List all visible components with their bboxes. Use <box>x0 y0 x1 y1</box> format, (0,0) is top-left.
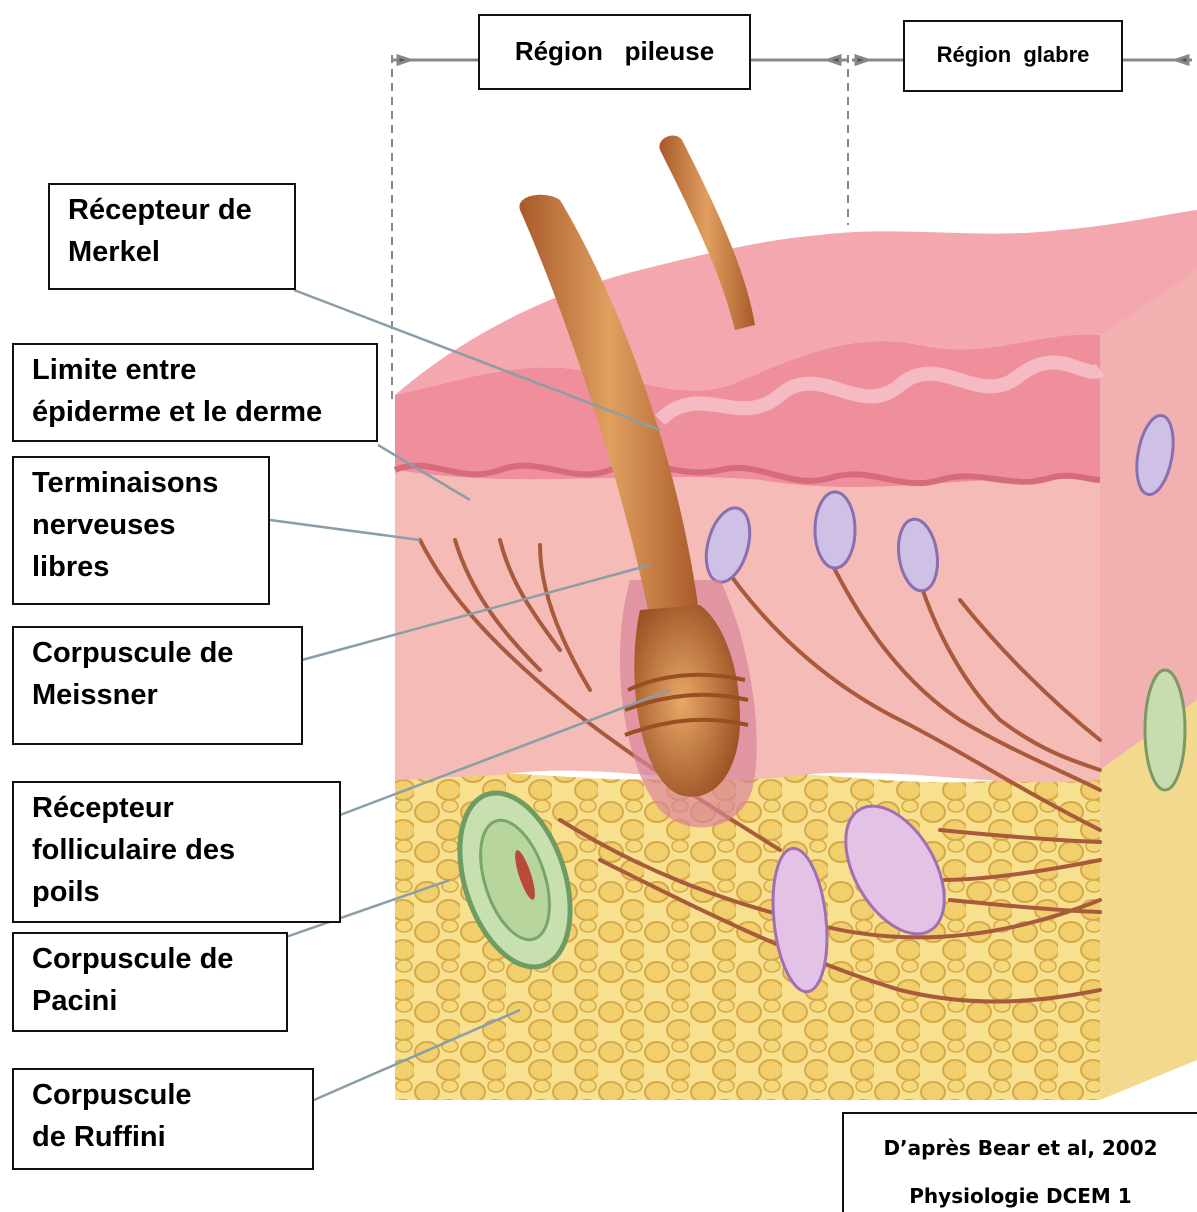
region-hairy-label: Région pileuse <box>478 14 751 90</box>
label-epidermis-dermis-boundary: Limite entre épiderme et le derme <box>12 343 378 442</box>
label-free-nerve-endings: Terminaisons nerveuses libres <box>12 456 270 605</box>
label-meissner-corpuscle: Corpuscule de Meissner <box>12 626 303 745</box>
label-pacini-corpuscle: Corpuscule de Pacini <box>12 932 288 1032</box>
source-credit: D’après Bear et al, 2002 Physiologie DCE… <box>842 1112 1197 1212</box>
region-glabrous-label: Région glabre <box>903 20 1123 92</box>
credit-course: Physiologie DCEM 1 <box>844 1184 1197 1208</box>
label-merkel-receptor: Récepteur de Merkel <box>48 183 296 290</box>
credit-source: D’après Bear et al, 2002 <box>844 1136 1197 1160</box>
side-corpuscle <box>1145 670 1185 790</box>
label-follicular-receptor: Récepteur folliculaire des poils <box>12 781 341 923</box>
label-ruffini-corpuscle: Corpuscule de Ruffini <box>12 1068 314 1170</box>
